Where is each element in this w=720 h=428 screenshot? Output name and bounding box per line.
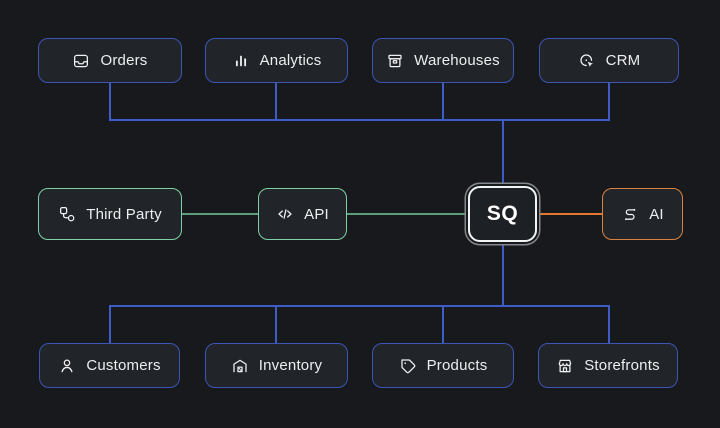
node-ai[interactable]: AI [602,188,683,240]
workflow-nodes-icon [58,205,76,223]
node-label: API [304,205,329,223]
node-label: Storefronts [584,357,660,374]
node-hub-sq[interactable]: SQ [468,186,537,242]
inbox-icon [72,52,90,70]
node-label: Warehouses [414,52,500,69]
node-crm[interactable]: CRM [539,38,679,83]
node-label: Customers [86,357,161,374]
connector-warehouses-bus [442,83,444,121]
connector-top-bus [109,119,610,121]
node-label: CRM [605,52,641,69]
node-label: AI [649,205,664,223]
target-cursor-icon [578,52,596,70]
node-label: Products [426,357,488,374]
tag-icon [399,357,417,375]
squiggle-route-icon [621,205,639,223]
hub-label: SQ [486,202,519,225]
code-brackets-icon [276,205,294,223]
connector-bus-products [442,307,444,343]
connector-hub-ai [537,213,602,215]
storefront-icon [556,357,574,375]
node-products[interactable]: Products [372,343,514,388]
node-label: Analytics [259,52,322,69]
connector-bottom-bus [109,305,610,307]
archive-box-icon [386,52,404,70]
connector-bus-customers [109,307,111,343]
connector-bus-inventory [275,307,277,343]
connector-bus-storefronts [608,307,610,343]
node-api[interactable]: API [258,188,347,240]
connector-api-hub [347,213,468,215]
node-inventory[interactable]: Inventory [205,343,348,388]
person-icon [58,357,76,375]
connector-analytics-bus [275,83,277,121]
node-orders[interactable]: Orders [38,38,182,83]
node-warehouses[interactable]: Warehouses [372,38,514,83]
node-label: Inventory [258,357,323,374]
connector-hub-bus-bottom [502,242,504,305]
node-third-party[interactable]: Third Party [38,188,182,240]
node-label: Third Party [86,205,162,223]
connector-orders-bus [109,83,111,121]
node-customers[interactable]: Customers [39,343,180,388]
warehouse-icon [231,357,249,375]
connector-thirdparty-api [182,213,258,215]
node-label: Orders [100,52,148,69]
node-storefronts[interactable]: Storefronts [538,343,678,388]
connector-crm-bus [608,83,610,121]
connector-bus-hub-top [502,121,504,186]
node-analytics[interactable]: Analytics [205,38,348,83]
bar-chart-icon [232,52,250,70]
